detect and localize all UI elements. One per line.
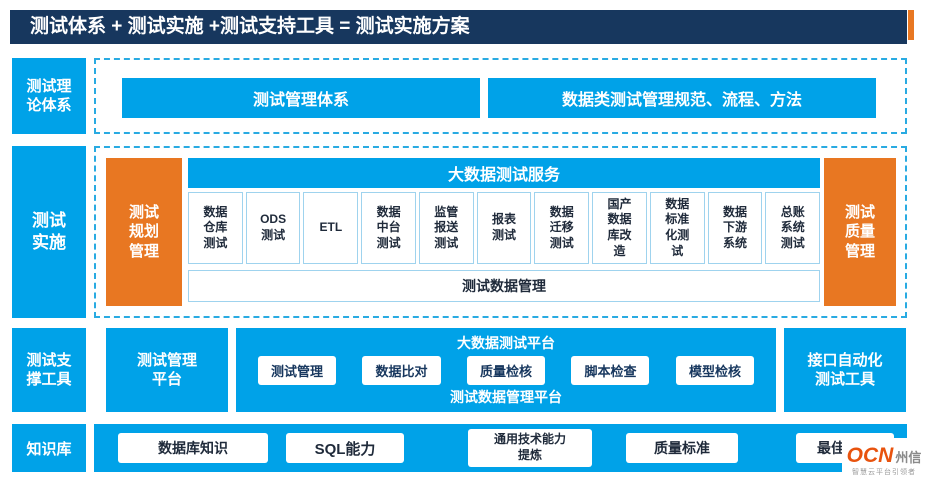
- test-management-platform-box: 测试管理 平台: [106, 328, 228, 412]
- test-planning-box: 测试 规划 管理: [106, 158, 182, 306]
- sidebar-label-knowledge: 知识库: [12, 424, 86, 472]
- knowledge-item: 质量标准: [626, 433, 738, 463]
- sidebar-label-implementation: 测试 实施: [12, 146, 86, 318]
- logo-suffix: 州信: [895, 449, 922, 465]
- implementation-section: 测试 规划 管理 大数据测试服务 数据 仓库 测试 ODS 测试 ETL 数据 …: [94, 146, 907, 318]
- vendor-logo: OCN 州信 智慧云平台引领者: [842, 438, 926, 484]
- page-title: 测试体系 + 测试实施 +测试支持工具 = 测试实施方案: [30, 16, 470, 37]
- service-box: 监管 报送 测试: [418, 192, 474, 264]
- sidebar-label-tools: 测试支 撑工具: [12, 328, 86, 412]
- service-box: ODS 测试: [245, 192, 301, 264]
- knowledge-item: SQL能力: [286, 433, 404, 463]
- service-box: 数据 标准 化测 试: [649, 192, 705, 264]
- service-box: 数据 仓库 测试: [188, 192, 243, 264]
- service-box: 总账 系统 测试: [765, 192, 821, 264]
- service-box: ETL: [303, 192, 359, 264]
- service-box: 报表 测试: [476, 192, 532, 264]
- logo-tagline: 智慧云平台引领者: [852, 468, 916, 476]
- test-data-management-bar: 测试数据管理: [188, 270, 820, 302]
- tool-button: 模型检核: [675, 355, 754, 385]
- service-box-row: 数据 仓库 测试 ODS 测试 ETL 数据 中台 测试 监管 报送 测试 报表…: [188, 192, 821, 264]
- service-box: 国产 数据 库改 造: [592, 192, 647, 264]
- tool-button: 脚本检查: [571, 355, 650, 385]
- sidebar-label-theory: 测试理 论体系: [12, 58, 86, 134]
- tool-button: 测试管理: [258, 355, 337, 385]
- test-quality-box: 测试 质量 管理: [824, 158, 896, 306]
- knowledge-item: 通用技术能力 提炼: [468, 429, 592, 467]
- data-management-platform-title: 测试数据管理平台: [450, 389, 562, 405]
- test-management-system-box: 测试管理体系: [122, 78, 480, 118]
- knowledge-item: 数据库知识: [118, 433, 268, 463]
- bigdata-test-service-header: 大数据测试服务: [188, 158, 820, 188]
- service-box: 数据 迁移 测试: [534, 192, 590, 264]
- tool-button: 数据比对: [362, 355, 441, 385]
- tool-button-row: 测试管理 数据比对 质量检核 脚本检查 模型检核: [236, 355, 776, 385]
- title-banner: 测试体系 + 测试实施 +测试支持工具 = 测试实施方案: [10, 10, 907, 44]
- bigdata-test-platform-box: 大数据测试平台 测试管理 数据比对 质量检核 脚本检查 模型检核 测试数据管理平…: [236, 328, 776, 412]
- logo-mark: OCN: [846, 443, 894, 467]
- theory-section: 测试管理体系 数据类测试管理规范、流程、方法: [94, 58, 907, 134]
- data-test-standards-box: 数据类测试管理规范、流程、方法: [488, 78, 876, 118]
- tool-button: 质量检核: [466, 355, 545, 385]
- knowledge-bar: 数据库知识 SQL能力 通用技术能力 提炼 质量标准 最佳实践: [94, 424, 907, 472]
- service-box: 数据 中台 测试: [361, 192, 416, 264]
- api-automation-tools-box: 接口自动化 测试工具: [784, 328, 906, 412]
- service-box: 数据 下游 系统: [707, 192, 763, 264]
- bigdata-platform-title: 大数据测试平台: [457, 335, 555, 351]
- header-accent-bar: [908, 10, 914, 40]
